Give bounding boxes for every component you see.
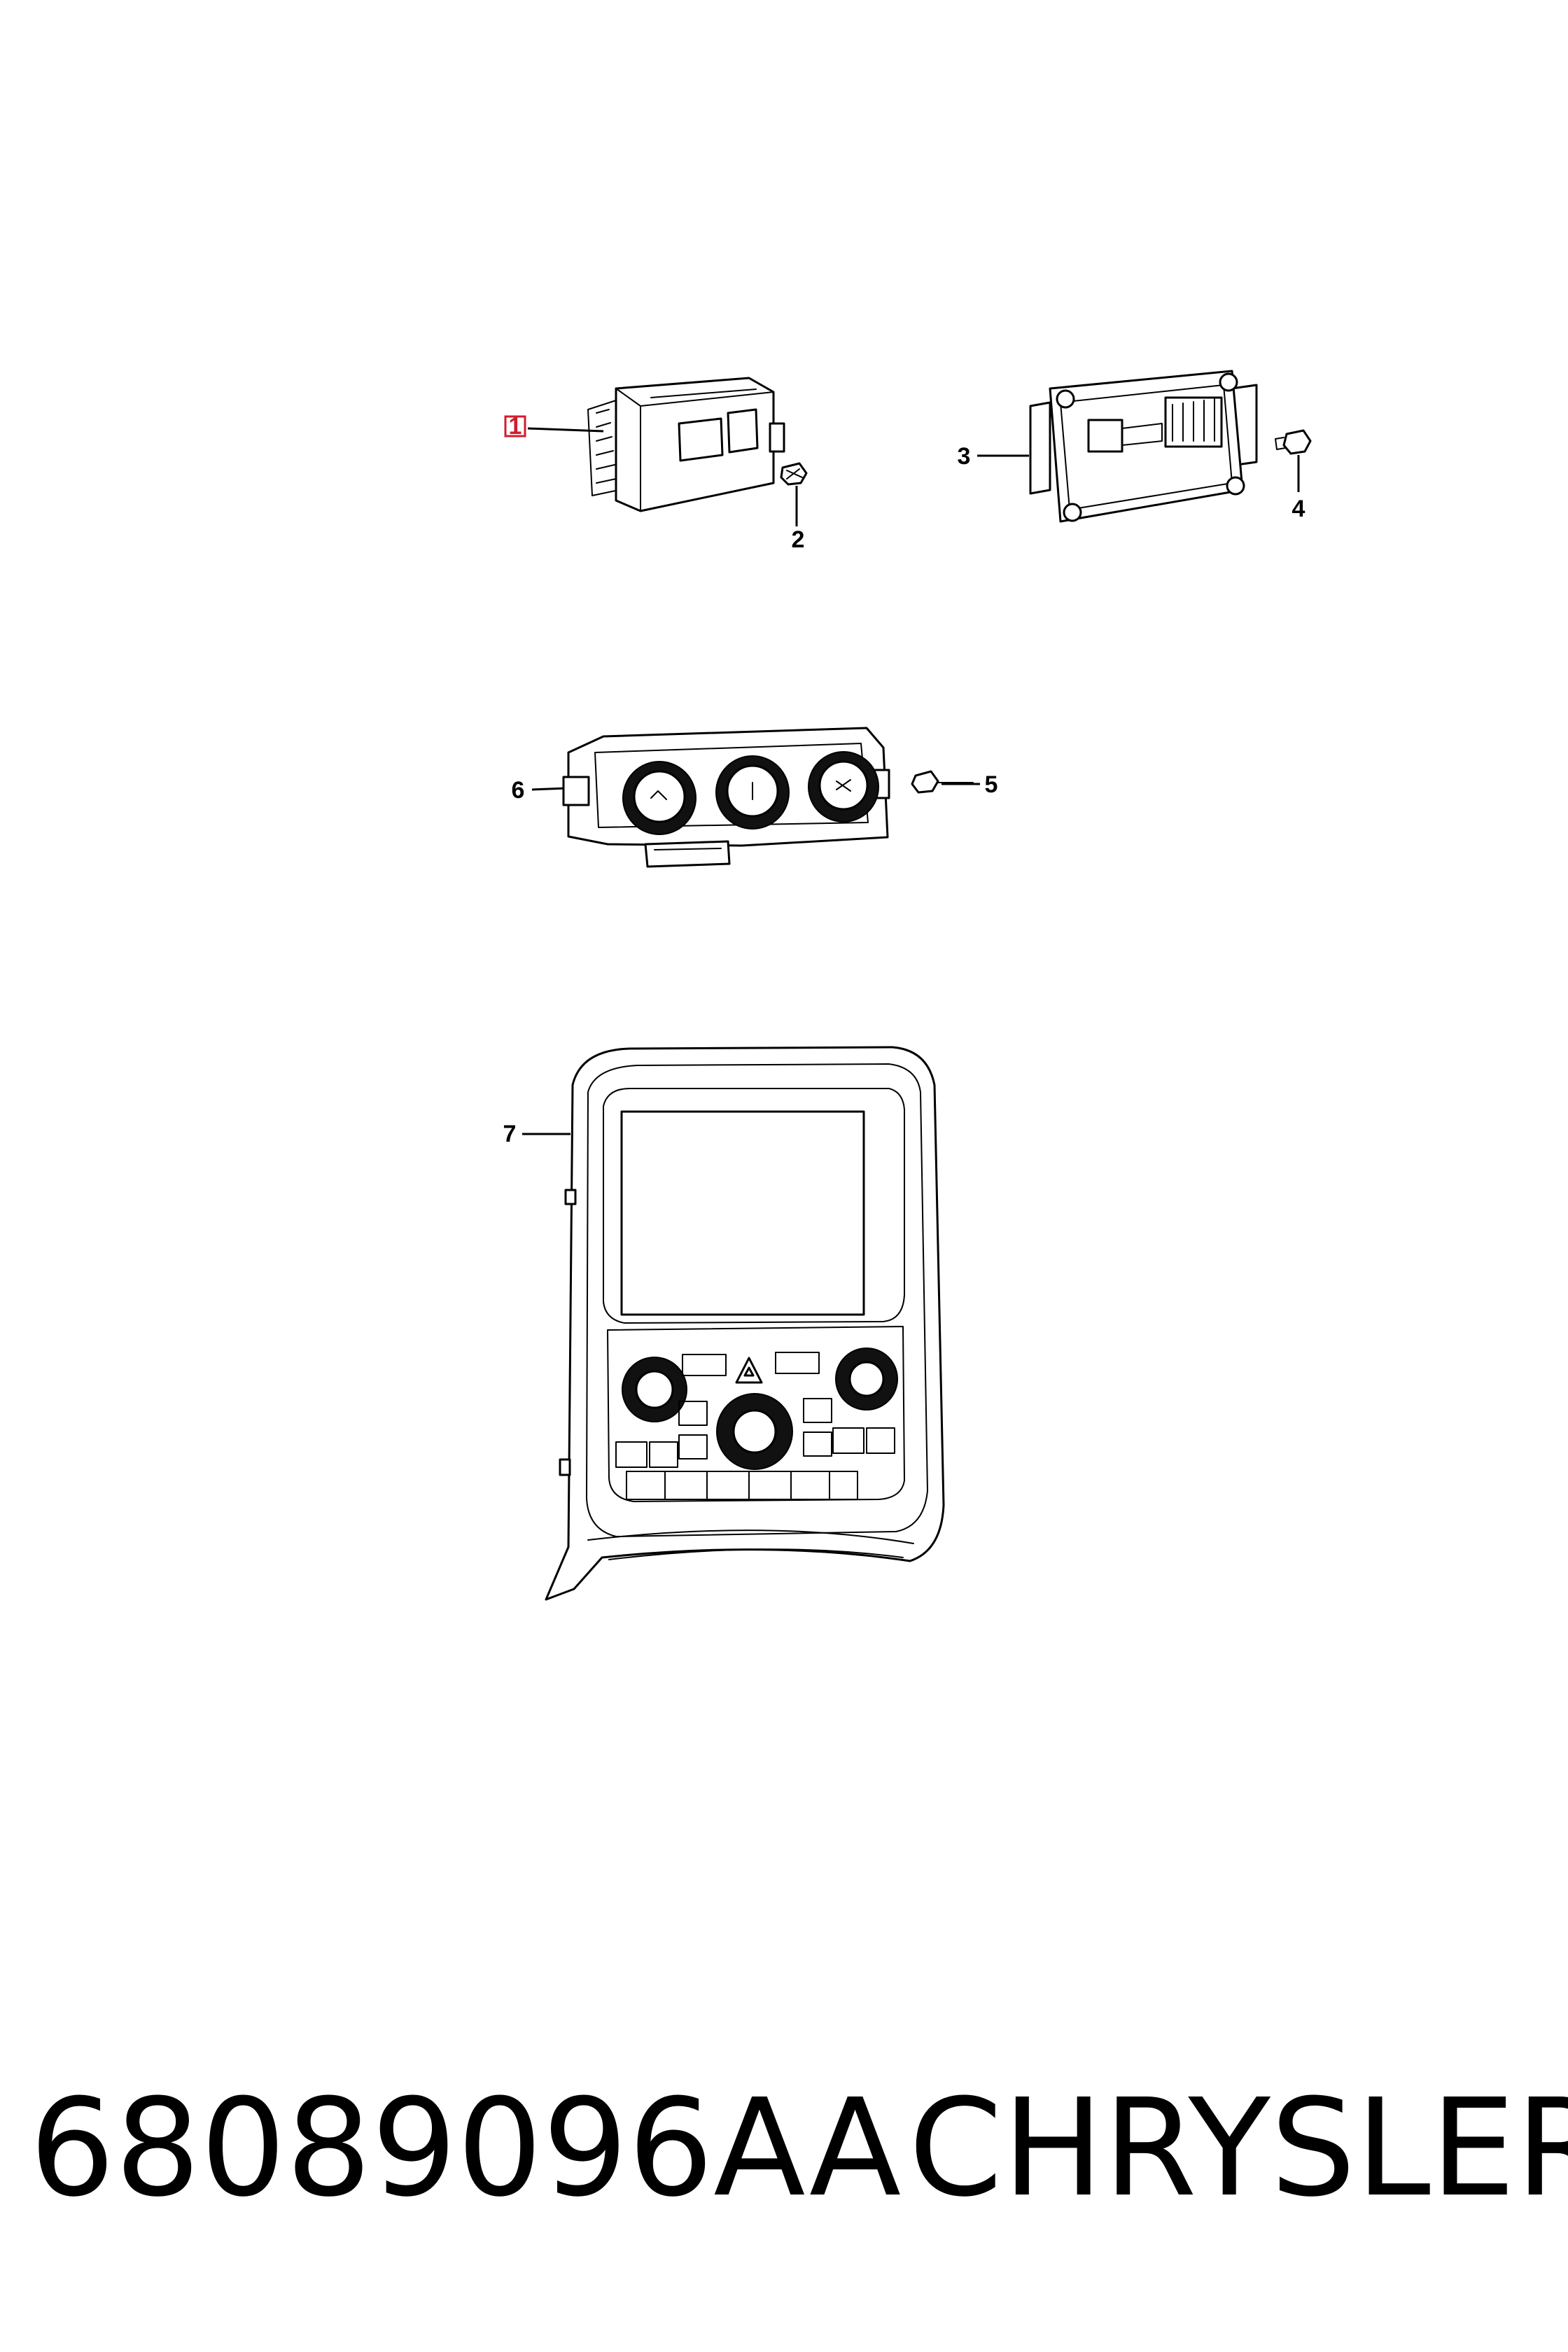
part-6-climate-control-panel: 6 xyxy=(512,727,890,868)
callout-6[interactable]: 6 xyxy=(512,777,525,804)
part-4-bolt: 4 xyxy=(1275,429,1312,522)
knob-right xyxy=(808,751,879,822)
callout-3[interactable]: 3 xyxy=(958,443,971,470)
callout-1[interactable]: 1 xyxy=(509,413,522,440)
part-1-hvac-module: 1 xyxy=(504,377,785,512)
callout-1-highlight-box xyxy=(504,415,526,438)
callout-5[interactable]: 5 xyxy=(985,771,998,798)
part-2-screw: 2 xyxy=(780,462,808,553)
knob-left xyxy=(622,761,696,835)
callout-7[interactable]: 7 xyxy=(503,1121,517,1147)
part-number-label: 68089096AA xyxy=(29,2071,902,2227)
callout-2[interactable]: 2 xyxy=(792,526,805,553)
callout-4[interactable]: 4 xyxy=(1292,496,1306,522)
leader-1 xyxy=(527,427,604,433)
display-screen xyxy=(620,1110,865,1316)
knob-center xyxy=(715,755,790,830)
part-5-screw: 5 xyxy=(911,770,998,798)
brand-label: CHRYSLER xyxy=(909,2071,1568,2227)
part-7-instrument-bezel: 7 xyxy=(503,1046,945,1601)
part-3-control-module: 3 xyxy=(958,370,1258,523)
